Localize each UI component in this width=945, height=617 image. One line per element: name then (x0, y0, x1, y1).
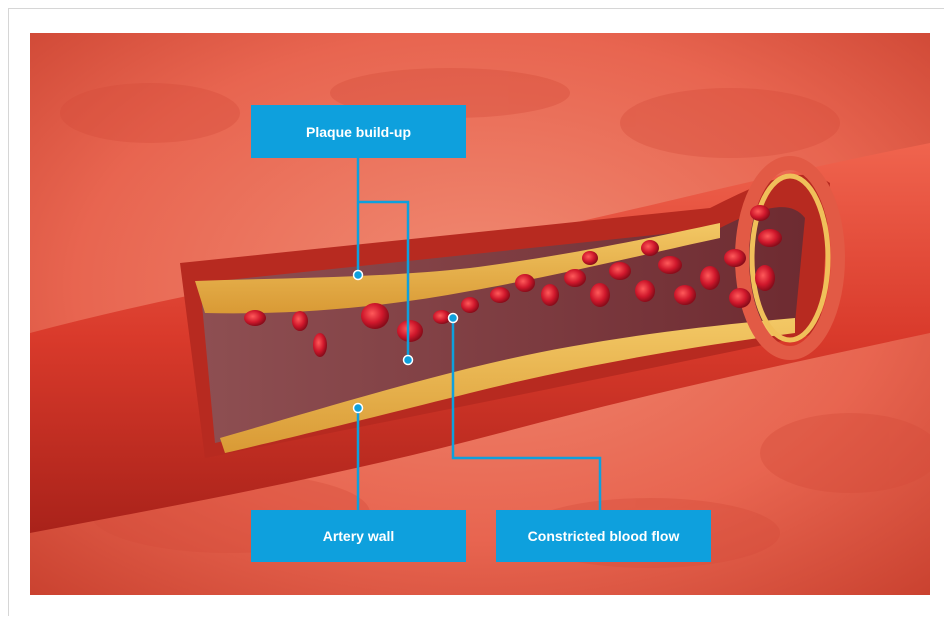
plaque-buildup-label: Plaque build-up (251, 105, 466, 158)
constricted-blood-flow-label: Constricted blood flow (496, 510, 711, 562)
artery-wall-label: Artery wall (251, 510, 466, 562)
artery-illustration (30, 33, 930, 595)
